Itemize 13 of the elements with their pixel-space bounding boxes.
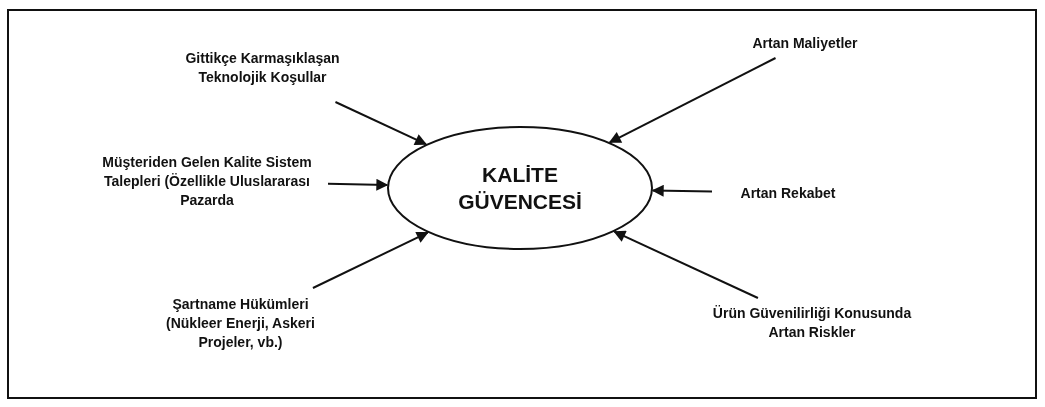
factor-label: Ürün Güvenilirliği Konusunda Artan Riskler xyxy=(712,304,912,342)
factor-label: Artan Maliyetler xyxy=(752,33,858,53)
arrow xyxy=(327,178,389,191)
factor-label: Müşteriden Gelen Kalite Sistem Talepleri (Özellikle Uluslararası Pazarda xyxy=(101,152,313,210)
factor-label: Artan Rekabet xyxy=(740,183,836,203)
arrow xyxy=(311,231,429,289)
ellipse-title: KALİTE GÜVENCESİ xyxy=(457,162,583,215)
arrow xyxy=(608,57,777,144)
arrow xyxy=(613,230,759,299)
factor-label: Şartname Hükümleri (Nükleer Enerji, Askeri Projeler, vb.) xyxy=(165,294,316,352)
arrow xyxy=(651,184,713,197)
arrow xyxy=(334,101,428,146)
factor-label: Gittikçe Karmaşıklaşan Teknolojik Koşullar xyxy=(184,49,341,87)
